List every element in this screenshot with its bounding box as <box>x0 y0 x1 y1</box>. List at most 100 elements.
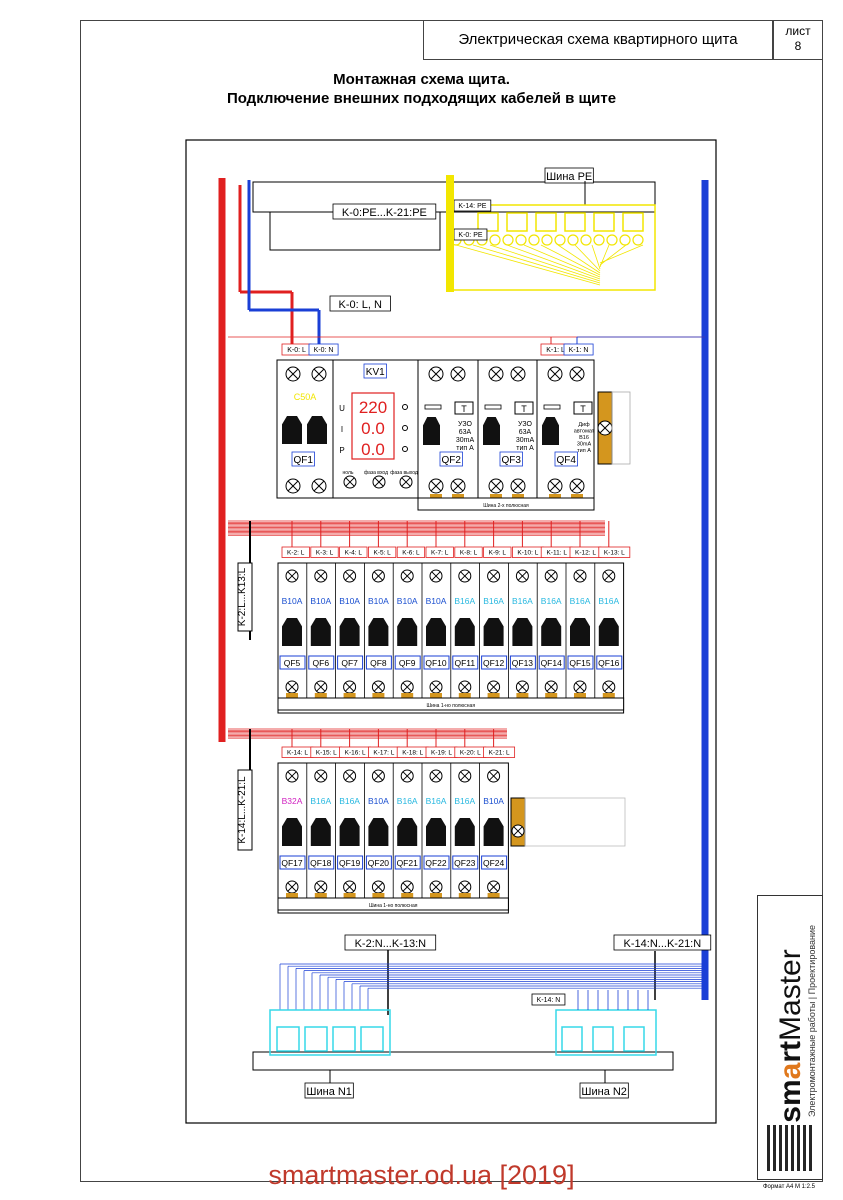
screw-slot <box>401 477 411 487</box>
busbar-lug <box>372 693 385 699</box>
screw-slot <box>489 571 499 581</box>
screw-slot <box>599 422 611 434</box>
pe-fan-wire <box>599 244 627 266</box>
qf1-toggle-right <box>307 416 327 444</box>
k14-k21-label: K-14:L...K-21:L <box>237 776 248 844</box>
pe-bus-slot <box>477 212 499 232</box>
pe-bus-terminal <box>515 234 527 246</box>
pe-fan-wire <box>506 244 601 280</box>
pe-bus-terminal <box>489 234 501 246</box>
rcd-spec: тип A <box>456 445 474 452</box>
screw-slot <box>313 480 325 492</box>
breaker-rating: B10A <box>310 596 331 606</box>
breaker-name-frame <box>481 855 508 870</box>
din-rail-n <box>252 1051 674 1071</box>
terminal-label-5-frame <box>367 546 397 558</box>
terminal-label-14: K-14: L <box>287 750 308 757</box>
screw-slot <box>430 480 442 492</box>
kv1-row-label: I <box>341 425 343 434</box>
breaker-name-frame <box>394 655 421 670</box>
screw-slot <box>490 368 502 380</box>
screw-slot <box>402 682 412 692</box>
k14-n-label-frame <box>531 993 566 1006</box>
pe-fan-wire <box>557 244 601 274</box>
screw-slot <box>549 480 561 492</box>
screw-slot <box>452 368 464 380</box>
breaker-name: QF8 <box>370 658 387 668</box>
footer-watermark: smartmaster.od.ua [2019] <box>268 1160 575 1190</box>
pe-bus-terminal <box>502 234 514 246</box>
kv1-terminal-label: фаза выход <box>390 470 418 476</box>
n1-slot <box>276 1026 300 1052</box>
terminal-label-3: K-3: L <box>316 550 334 557</box>
terminal-label-12: K-12: L <box>575 550 596 557</box>
pe-bus-terminal <box>619 234 631 246</box>
breaker-name: QF19 <box>339 858 361 868</box>
format-note: Формат А4 М 1:2.5 <box>763 1184 815 1190</box>
screw-slot <box>604 571 614 581</box>
pe-bus-slot <box>593 212 615 232</box>
screw-slot <box>345 882 355 892</box>
busbar-lug <box>512 494 524 500</box>
test-button <box>573 401 593 415</box>
screw-slot <box>489 771 499 781</box>
breaker-toggle <box>310 818 331 846</box>
breaker-toggle <box>282 818 302 846</box>
kv1-readout: 0.0 <box>361 419 385 438</box>
screw-slot <box>373 682 383 692</box>
rcd-spec: автомат <box>574 429 595 435</box>
bus2-label: Шина 2-х полюсная <box>483 503 529 509</box>
busbar-lug <box>545 693 558 699</box>
terminal-label-3-frame <box>310 546 339 558</box>
busbar-lug <box>343 893 356 899</box>
pe-fan-wire <box>523 244 601 278</box>
pe-bus-terminal <box>528 234 540 246</box>
breaker-name-frame <box>279 855 306 870</box>
busbar-lug <box>487 893 500 899</box>
screw-slot <box>316 771 326 781</box>
breaker-name-frame <box>365 855 392 870</box>
terminal-label-7-frame <box>425 546 454 558</box>
rcd-toggle <box>483 417 500 445</box>
k0-pe-range-label: K-0:PE...K-21:PE <box>342 207 427 219</box>
brand-tagline: Электромонтажные работы | Проектирование <box>807 924 817 1118</box>
pe-fan-wire <box>489 244 601 282</box>
rcd-spec: 30mA <box>456 437 475 444</box>
busbar-lug <box>452 494 464 500</box>
k0-n-label-frame <box>308 343 339 356</box>
breaker-name-frame <box>423 855 450 870</box>
breaker-name-frame <box>452 655 479 670</box>
bus1-strip <box>277 697 625 711</box>
kv1-display <box>351 392 395 460</box>
kv1-row-label: P <box>339 446 344 455</box>
screw-slot <box>452 480 464 492</box>
busbar-lug <box>314 693 327 699</box>
breaker-toggle <box>368 818 389 846</box>
terminal-label-9: K-9: L <box>489 550 507 557</box>
breaker-name-frame <box>567 655 594 670</box>
bus1-label: Шина 1-но полюсная <box>369 903 418 909</box>
k0-ln-label: K-0: L, N <box>339 299 382 311</box>
terminal-label-21: K-21: L <box>489 750 510 757</box>
screw-slot <box>374 477 384 487</box>
terminal-label-2: K-2: L <box>287 550 305 557</box>
k1-l-label: K-1: L <box>546 347 565 354</box>
busbar-lug <box>286 693 298 699</box>
breaker-name-frame <box>365 655 392 670</box>
breaker-toggle <box>570 618 590 646</box>
breaker-name-frame <box>538 655 565 670</box>
test-button-icon: T <box>461 404 467 414</box>
qf1-name: QF1 <box>294 455 314 466</box>
kv1-label: KV1 <box>366 367 385 378</box>
breaker-rating: B10A <box>483 796 504 806</box>
n1-slot <box>332 1026 356 1052</box>
diagram-heading: Монтажная схема щита. Подключение внешни… <box>0 70 843 108</box>
busbar-lug <box>458 693 471 699</box>
k2n-label-frame <box>344 934 437 951</box>
kv1-label-frame <box>363 363 387 379</box>
screw-slot <box>517 571 527 581</box>
kv1-led <box>402 425 408 431</box>
brand-panel: smartMaster Электромонтажные работы | Пр… <box>757 895 823 1180</box>
k2n-label: K-2:N...K-13:N <box>355 938 427 950</box>
breaker-name: QF13 <box>512 658 534 668</box>
